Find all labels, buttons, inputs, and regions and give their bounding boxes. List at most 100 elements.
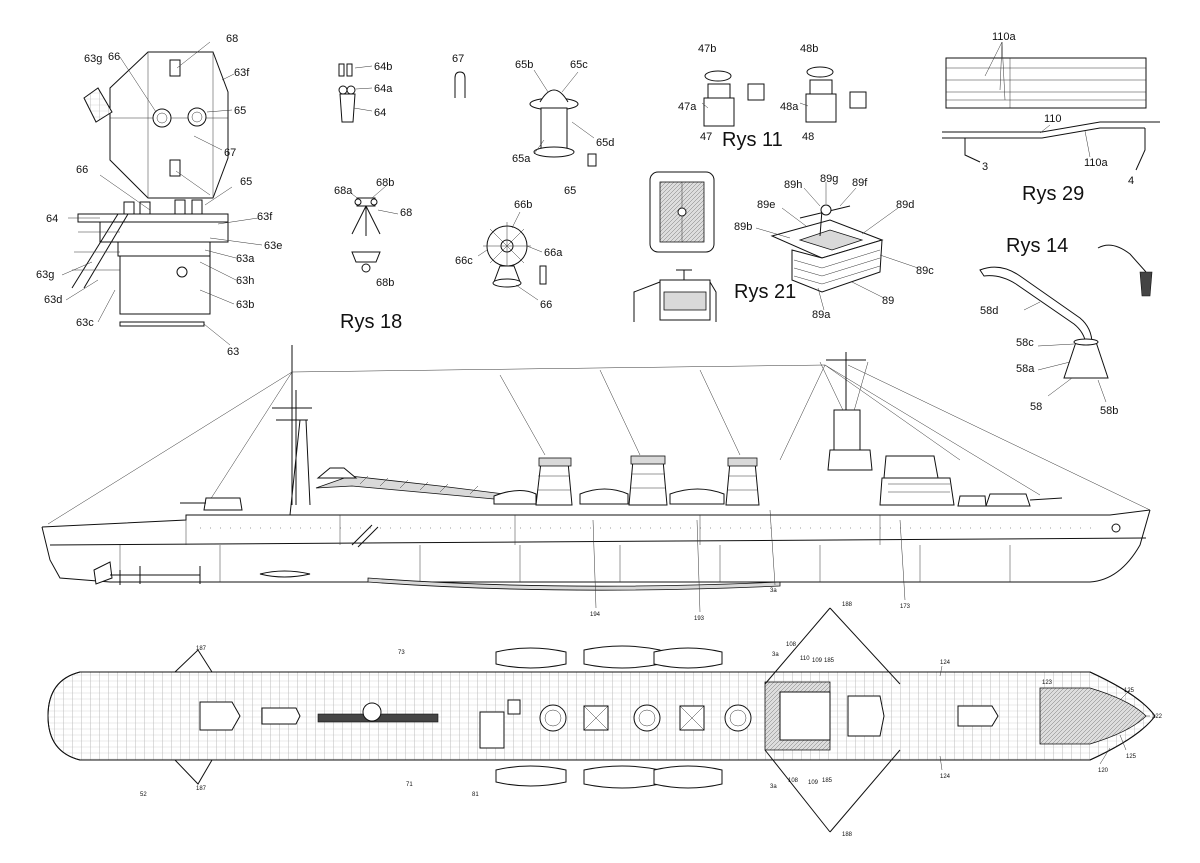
side-label-193: 193	[694, 616, 705, 622]
plan-label-122: 122	[1152, 714, 1163, 720]
callout-89: 89	[882, 295, 894, 307]
plan-label-188-bot: 188	[842, 832, 853, 838]
callout-110a-top: 110a	[992, 31, 1017, 43]
callout-58b: 58b	[1100, 405, 1118, 417]
callout-63h: 63h	[236, 275, 254, 287]
plan-label-52: 52	[140, 792, 147, 798]
callout-66-b: 66	[76, 164, 88, 176]
callout-65-c: 65	[564, 185, 576, 197]
callout-89a: 89a	[812, 309, 831, 321]
plan-label-185-bot: 185	[822, 778, 833, 784]
callout-65c: 65c	[570, 59, 588, 71]
rys21-detail	[755, 182, 919, 311]
callout-65b: 65b	[515, 59, 533, 71]
rys14-detail	[979, 244, 1153, 403]
plan-label-110: 110	[800, 656, 810, 662]
rys29-detail	[942, 41, 1160, 171]
callout-47b: 47b	[698, 43, 716, 55]
callout-63f-top: 63f	[234, 67, 250, 79]
callout-89b: 89b	[734, 221, 752, 233]
rys11-title: Rys 11	[722, 129, 783, 151]
rys21-title: Rys 21	[734, 281, 796, 303]
callout-65a: 65a	[512, 153, 531, 165]
plan-label-81: 81	[472, 792, 479, 798]
vent-hatch-detail	[633, 171, 717, 322]
callout-63: 63	[227, 346, 239, 358]
callout-3: 3	[982, 161, 988, 173]
plan-label-3a-top: 3a	[772, 652, 779, 658]
callout-63c: 63c	[76, 317, 94, 329]
callout-68-b: 68	[400, 207, 412, 219]
plan-label-187-top: 187	[196, 646, 207, 652]
callout-58a: 58a	[1016, 363, 1035, 375]
plan-label-185-top: 185	[824, 658, 835, 664]
callout-66: 66	[108, 51, 120, 63]
plan-label-124-top: 124	[940, 660, 951, 666]
callout-48b: 48b	[800, 43, 818, 55]
plan-label-109-bot: 109	[808, 780, 819, 786]
plan-label-73: 73	[398, 650, 405, 656]
callout-65-b: 65	[240, 176, 252, 188]
callout-63g: 63g	[36, 269, 54, 281]
ship-plan-view	[47, 607, 1156, 833]
callout-48: 48	[802, 131, 814, 143]
callout-58c: 58c	[1016, 337, 1034, 349]
plan-label-125-top: 125	[1124, 688, 1135, 694]
rys14-title: Rys 14	[1006, 235, 1068, 257]
callout-63b: 63b	[236, 299, 254, 311]
part-66-detail	[477, 211, 547, 301]
callout-4: 4	[1128, 175, 1134, 187]
plan-label-123: 123	[1042, 680, 1053, 686]
callout-89e: 89e	[757, 199, 775, 211]
plan-label-3a-bot: 3a	[770, 784, 777, 790]
callout-63d: 63d	[44, 294, 62, 306]
callout-89g: 89g	[820, 173, 838, 185]
ship-side-profile	[41, 345, 1151, 613]
rys18-detail	[351, 185, 399, 273]
callout-58d: 58d	[980, 305, 998, 317]
callout-64b: 64b	[374, 61, 392, 73]
plan-label-188-top: 188	[842, 602, 853, 608]
callout-64-b: 64	[374, 107, 386, 119]
side-label-3a: 3a	[770, 588, 777, 594]
plan-label-124-bot: 124	[940, 774, 951, 780]
callout-66a: 66a	[544, 247, 563, 259]
callout-68a: 68a	[334, 185, 353, 197]
callout-68b-b: 68b	[376, 277, 394, 289]
plan-label-125-bot: 125	[1126, 754, 1137, 760]
rys18-title: Rys 18	[340, 311, 402, 333]
callout-63a: 63a	[236, 253, 255, 265]
bridge-side-view	[61, 174, 263, 346]
plan-label-108-top: 108	[786, 642, 797, 648]
side-label-194: 194	[590, 612, 601, 618]
callout-89h: 89h	[784, 179, 802, 191]
callout-66-c: 66	[540, 299, 552, 311]
plan-label-120: 120	[1098, 768, 1109, 774]
callout-65d: 65d	[596, 137, 614, 149]
callout-66c: 66c	[455, 255, 473, 267]
callout-68: 68	[226, 33, 238, 45]
bridge-top-view	[83, 41, 235, 199]
callout-89f: 89f	[852, 177, 868, 189]
callout-67-b: 67	[452, 53, 464, 65]
callout-65: 65	[234, 105, 246, 117]
callout-63e: 63e	[264, 240, 282, 252]
rys29-title: Rys 29	[1022, 183, 1084, 205]
side-label-173: 173	[900, 604, 911, 610]
callout-110a: 110a	[1084, 157, 1109, 169]
callout-110: 110	[1044, 113, 1062, 125]
callout-48a: 48a	[780, 101, 799, 113]
callout-89d: 89d	[896, 199, 914, 211]
callout-63f: 63f	[257, 211, 273, 223]
callout-64a: 64a	[374, 83, 393, 95]
callout-89c: 89c	[916, 265, 934, 277]
callout-63g-top: 63g	[84, 53, 102, 65]
part-64-detail	[338, 63, 373, 123]
plan-label-187-bot: 187	[196, 786, 207, 792]
callout-47: 47	[700, 131, 712, 143]
plan-label-109-top: 109	[812, 658, 823, 664]
callout-67: 67	[224, 147, 236, 159]
plan-label-71: 71	[406, 782, 413, 788]
callout-66b: 66b	[514, 199, 532, 211]
